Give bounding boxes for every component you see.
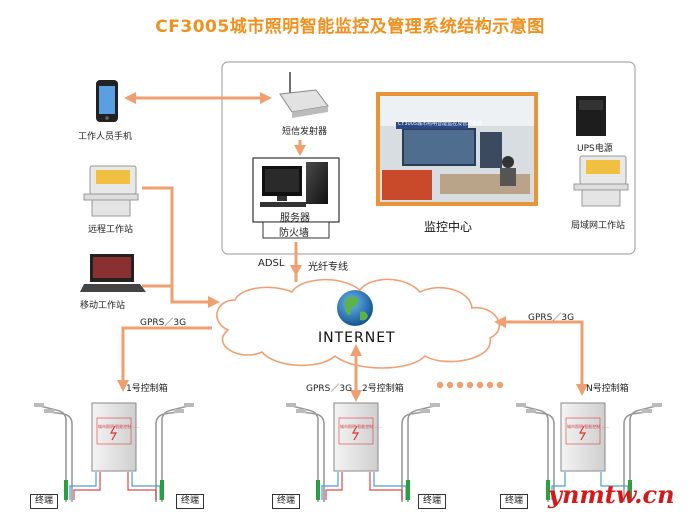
diagram-title: CF3005城市照明智能监控及管理系统结构示意图 [155, 17, 545, 37]
control-group-2 [286, 402, 440, 502]
lan-workstation-icon [573, 155, 629, 207]
phone-icon [96, 80, 118, 122]
monitor-center-photo [376, 92, 538, 206]
lan-station-label: 局域网工作站 [571, 221, 626, 231]
watermark: ynmtw.cn [548, 480, 675, 509]
sms-transmitter-icon [279, 72, 329, 118]
gprs-right-label: GPRS／3G [528, 313, 575, 323]
monitor-center-label: 监控中心 [424, 220, 473, 234]
fiber-label: 光纤专线 [308, 262, 348, 273]
cabinet-1-text: 城市照明 智能控制 …… [98, 424, 141, 429]
remote-station-label: 远程工作站 [88, 225, 134, 235]
adsl-label: ADSL [258, 258, 285, 269]
ups-icon [576, 96, 606, 136]
gprs-left-label: GPRS／3G [140, 318, 187, 328]
control-group-1 [34, 402, 194, 502]
cabinet-2-text: 城市照明 智能控制 …… [340, 424, 383, 429]
control-group-n [516, 402, 662, 502]
terminal-2b: 终端 [418, 494, 447, 509]
firewall-frame [262, 221, 330, 239]
terminal-2a: 终端 [272, 494, 301, 509]
internet-label: INTERNET [318, 330, 396, 346]
server-label: 服务器 [280, 213, 310, 224]
monitor-screen-text: CF3005城市照明智能监控及管理系统 [398, 121, 483, 127]
box1-label: 1号控制箱 [126, 384, 168, 394]
globe-icon [337, 290, 373, 326]
ellipsis-dots [436, 381, 504, 389]
server-pc-icon [260, 162, 328, 207]
terminal-1b: 终端 [176, 494, 205, 509]
ups-label: UPS电源 [577, 144, 613, 154]
cabinet-n-text: 城市照明 智能控制 …… [567, 424, 610, 429]
box2-label: 2号控制箱 [362, 384, 404, 394]
mobile-station-label: 移动工作站 [80, 301, 126, 311]
terminal-1a: 终端 [30, 494, 59, 509]
phone-label: 工作人员手机 [78, 132, 133, 142]
boxn-label: N号控制箱 [586, 384, 629, 394]
gprs-mid-label: GPRS／3G [306, 384, 353, 394]
arrow-heads [117, 92, 588, 402]
sms-transmitter-label: 短信发射器 [282, 127, 328, 137]
laptop-icon [80, 254, 146, 292]
remote-workstation-icon [83, 165, 139, 217]
firewall-label: 防火墙 [279, 228, 309, 239]
terminal-na: 终端 [500, 494, 529, 509]
